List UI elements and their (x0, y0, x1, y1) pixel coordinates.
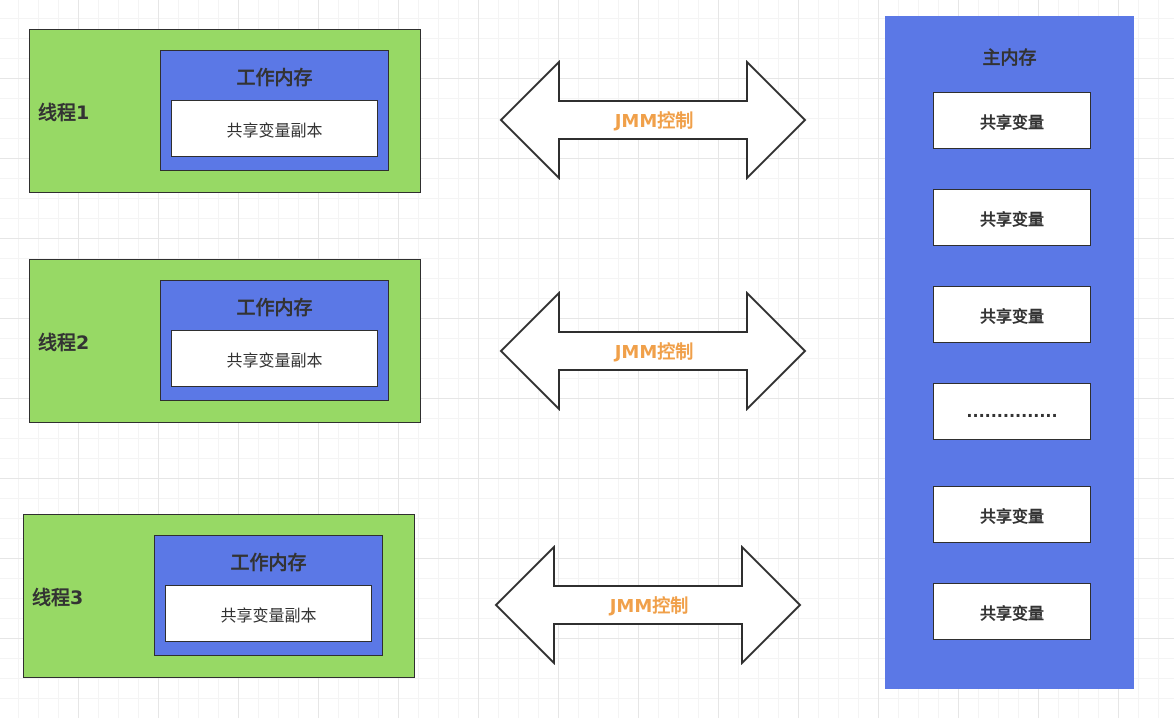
thread-2-work-memory: 工作内存 共享变量副本 (160, 280, 389, 401)
main-memory-panel: 主内存 共享变量 共享变量 共享变量 ............... 共享变量 … (885, 16, 1134, 689)
thread-1-box: 线程1 工作内存 共享变量副本 (29, 29, 421, 193)
thread-2-work-memory-title: 工作内存 (236, 297, 313, 319)
jmm-arrow-1-label: JMM控制 (614, 111, 694, 132)
thread-1-work-memory-title: 工作内存 (236, 67, 313, 89)
shared-variable-3: 共享变量 (933, 286, 1091, 343)
thread-3-shared-variable-copy: 共享变量副本 (165, 585, 372, 642)
jmm-arrow-2-label: JMM控制 (614, 342, 694, 363)
double-arrow-icon (494, 545, 802, 665)
jmm-arrow-3: JMM控制 (494, 545, 804, 665)
jmm-arrow-1: JMM控制 (499, 60, 809, 180)
thread-1-work-memory: 工作内存 共享变量副本 (160, 50, 389, 171)
double-arrow-icon (499, 291, 807, 411)
jmm-arrow-3-label: JMM控制 (609, 596, 689, 617)
thread-3-work-memory: 工作内存 共享变量副本 (154, 535, 383, 656)
thread-2-shared-variable-copy: 共享变量副本 (171, 330, 378, 387)
shared-variable-1: 共享变量 (933, 92, 1091, 149)
shared-variable-2: 共享变量 (933, 189, 1091, 246)
thread-1-label: 线程1 (38, 102, 90, 124)
shared-variable-5: 共享变量 (933, 583, 1091, 640)
jmm-arrow-2: JMM控制 (499, 291, 809, 411)
thread-3-label: 线程3 (32, 587, 84, 609)
thread-2-label: 线程2 (38, 332, 90, 354)
thread-2-box: 线程2 工作内存 共享变量副本 (29, 259, 421, 423)
main-memory-title: 主内存 (982, 48, 1037, 69)
shared-variable-4: 共享变量 (933, 486, 1091, 543)
thread-1-shared-variable-copy: 共享变量副本 (171, 100, 378, 157)
shared-variable-ellipsis: ............... (933, 383, 1091, 440)
double-arrow-icon (499, 60, 807, 180)
thread-3-box: 线程3 工作内存 共享变量副本 (23, 514, 415, 678)
thread-3-work-memory-title: 工作内存 (230, 552, 307, 574)
